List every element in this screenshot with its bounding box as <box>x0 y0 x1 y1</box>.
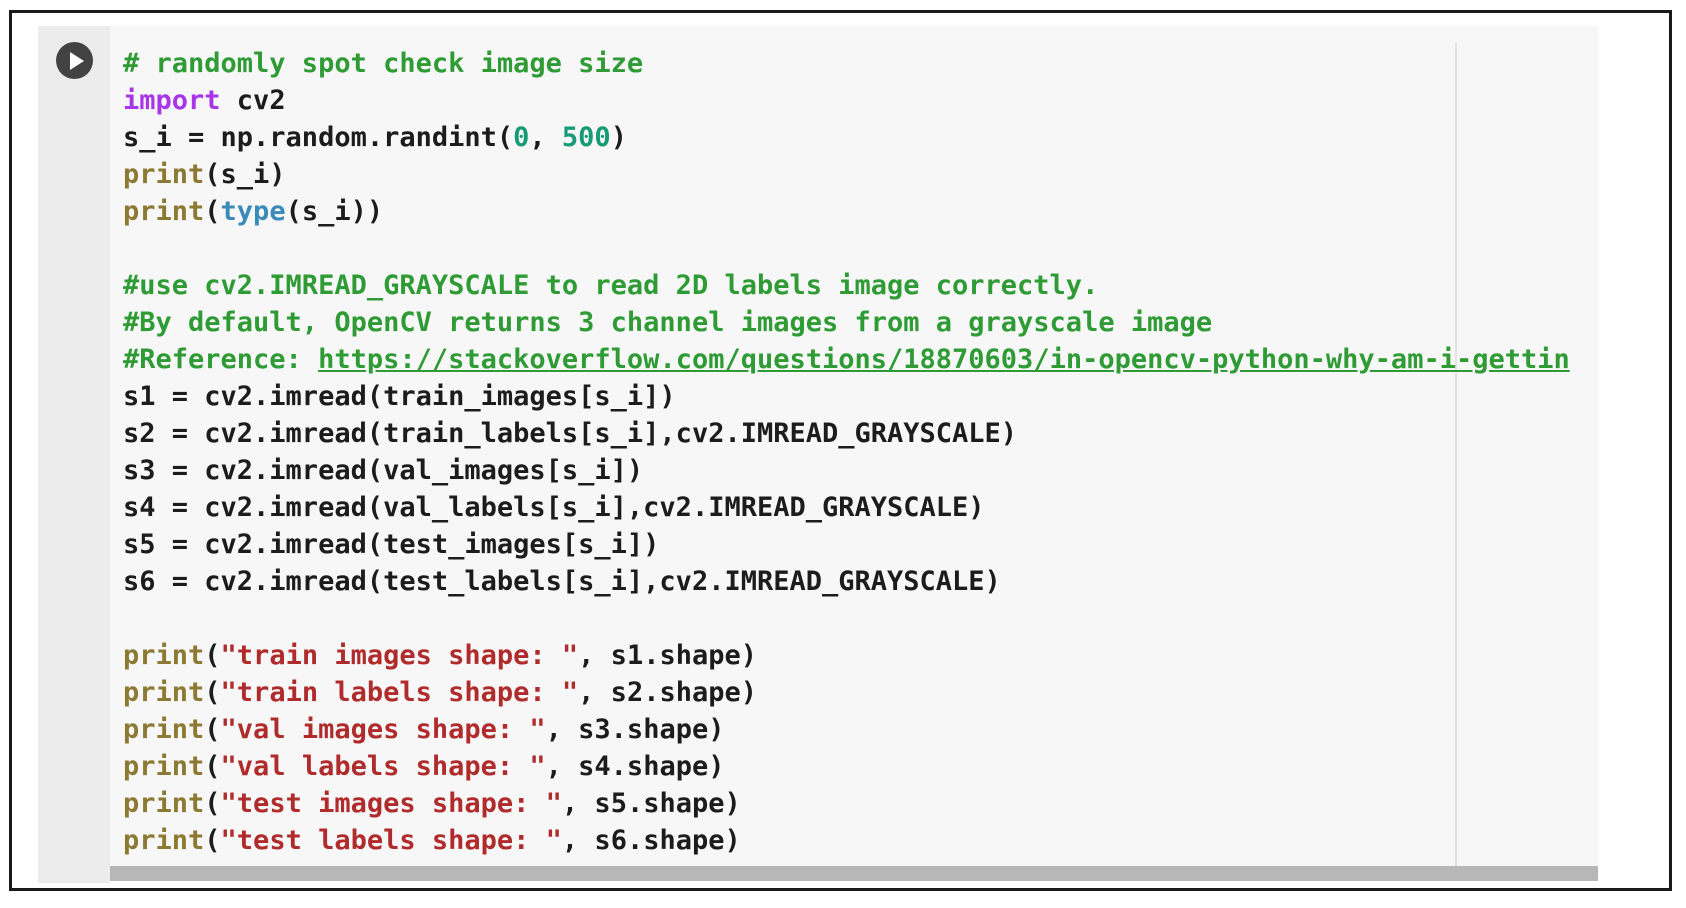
code-token-builtin: print <box>123 196 205 227</box>
code-token-number: 500 <box>561 122 611 153</box>
code-token-plain: ( <box>204 751 221 782</box>
code-line <box>123 600 1570 637</box>
code-line: print(s_i) <box>123 156 1570 193</box>
code-token-builtin: print <box>123 677 205 708</box>
code-token-plain: , s4.shape) <box>545 751 725 782</box>
code-line: # randomly spot check image size <box>123 45 1570 82</box>
code-token-plain: s1 = cv2.imread(train_images[s_i]) <box>123 381 676 412</box>
code-token-builtin: print <box>123 159 205 190</box>
code-token-plain: s6 = cv2.imread(test_labels[s_i],cv2.IMR… <box>123 566 1001 597</box>
code-token-plain: ( <box>204 788 221 819</box>
play-icon <box>70 51 84 70</box>
code-token-plain: , <box>529 122 562 153</box>
column-80-ruler <box>1455 43 1457 866</box>
code-token-keyword: import <box>123 85 221 116</box>
code-token-type: type <box>220 196 286 227</box>
code-token-string: "train labels shape: " <box>220 677 579 708</box>
code-token-plain: (s_i) <box>204 159 286 190</box>
code-token-string: "test labels shape: " <box>220 825 562 856</box>
run-cell-button[interactable] <box>56 42 93 79</box>
code-line: print("train labels shape: ", s2.shape) <box>123 674 1570 711</box>
code-token-plain: ( <box>204 196 221 227</box>
code-line: s3 = cv2.imread(val_images[s_i]) <box>123 452 1570 489</box>
code-line: import cv2 <box>123 82 1570 119</box>
code-line: print("val images shape: ", s3.shape) <box>123 711 1570 748</box>
code-token-string: "test images shape: " <box>220 788 562 819</box>
code-line: s1 = cv2.imread(train_images[s_i]) <box>123 378 1570 415</box>
cell-gutter <box>38 26 110 883</box>
code-token-plain: ( <box>204 677 221 708</box>
code-line: print("test labels shape: ", s6.shape) <box>123 822 1570 859</box>
code-token-plain: s4 = cv2.imread(val_labels[s_i],cv2.IMRE… <box>123 492 985 523</box>
code-token-comment: # randomly spot check image size <box>123 48 644 79</box>
horizontal-scrollbar[interactable] <box>110 866 1598 881</box>
code-token-number: 0 <box>513 122 530 153</box>
code-token-builtin: print <box>123 640 205 671</box>
code-token-plain: ( <box>204 825 221 856</box>
code-token-plain: , s2.shape) <box>578 677 757 708</box>
code-token-comment: #use cv2.IMREAD_GRAYSCALE to read 2D lab… <box>123 270 1099 301</box>
code-token-builtin: print <box>123 825 205 856</box>
code-token-string: "train images shape: " <box>220 640 579 671</box>
code-token-string: "val images shape: " <box>220 714 546 745</box>
code-line: s2 = cv2.imread(train_labels[s_i],cv2.IM… <box>123 415 1570 452</box>
code-token-plain: s2 = cv2.imread(train_labels[s_i],cv2.IM… <box>123 418 1018 449</box>
code-token-plain: ( <box>204 640 221 671</box>
code-line: #Reference: https://stackoverflow.com/qu… <box>123 341 1570 378</box>
code-token-plain: cv2 <box>220 85 286 116</box>
code-token-plain: ) <box>610 122 627 153</box>
code-token-plain: (s_i)) <box>285 196 384 227</box>
code-token-plain: ( <box>204 714 221 745</box>
code-token-plain: , s1.shape) <box>578 640 757 671</box>
code-line: print("val labels shape: ", s4.shape) <box>123 748 1570 785</box>
code-token-plain: s_i = np.random.randint( <box>123 122 514 153</box>
code-token-plain: , s6.shape) <box>561 825 741 856</box>
code-token-comment: #By default, OpenCV returns 3 channel im… <box>123 307 1213 338</box>
code-line: s4 = cv2.imread(val_labels[s_i],cv2.IMRE… <box>123 489 1570 526</box>
code-token-comment: #Reference: <box>123 344 319 375</box>
code-line: print("train images shape: ", s1.shape) <box>123 637 1570 674</box>
code-line <box>123 230 1570 267</box>
code-token-string: "val labels shape: " <box>220 751 546 782</box>
code-line: #By default, OpenCV returns 3 channel im… <box>123 304 1570 341</box>
code-line: print(type(s_i)) <box>123 193 1570 230</box>
code-token-plain: s3 = cv2.imread(val_images[s_i]) <box>123 455 644 486</box>
code-line: s6 = cv2.imread(test_labels[s_i],cv2.IMR… <box>123 563 1570 600</box>
code-line: s_i = np.random.randint(0, 500) <box>123 119 1570 156</box>
code-line: s5 = cv2.imread(test_images[s_i]) <box>123 526 1570 563</box>
code-token-builtin: print <box>123 714 205 745</box>
code-token-plain: , s3.shape) <box>545 714 725 745</box>
code-token-plain: s5 = cv2.imread(test_images[s_i]) <box>123 529 660 560</box>
code-line: #use cv2.IMREAD_GRAYSCALE to read 2D lab… <box>123 267 1570 304</box>
code-token-builtin: print <box>123 751 205 782</box>
comment-url-link[interactable]: https://stackoverflow.com/questions/1887… <box>318 344 1570 375</box>
code-token-plain: , s5.shape) <box>561 788 741 819</box>
code-line: print("test images shape: ", s5.shape) <box>123 785 1570 822</box>
code-token-builtin: print <box>123 788 205 819</box>
